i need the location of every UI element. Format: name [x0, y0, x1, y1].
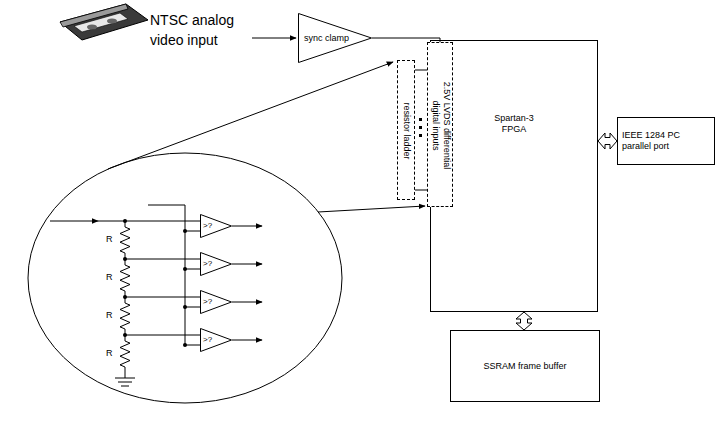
amplifier-label: >?	[203, 297, 212, 307]
text-holder: resistor ladder	[398, 61, 416, 201]
triangle-shape	[299, 14, 372, 63]
amplifier-label: sync clamp	[304, 33, 349, 44]
resistor-label: R	[106, 272, 113, 283]
ellipsis-dot	[419, 126, 422, 129]
sram-box: SSRAM frame buffer	[450, 330, 600, 402]
text-holder: >?	[200, 290, 212, 314]
triangle-shape	[201, 329, 232, 352]
junction-dots	[123, 219, 187, 347]
comparator: >?	[200, 252, 232, 276]
wire	[415, 70, 427, 71]
wire	[125, 259, 200, 260]
zoom-leader	[318, 206, 425, 212]
resistor-symbol	[120, 221, 130, 259]
output-wire	[232, 264, 262, 265]
resistor-symbol	[120, 335, 130, 373]
wire	[185, 345, 200, 346]
text-holder: IEEE 1284 PC parallel port	[618, 118, 714, 164]
tape-label	[74, 13, 128, 32]
bus-arrow	[516, 312, 532, 330]
resistor-label: R	[106, 348, 113, 359]
box-label: 2.5V LVDS differential digital inputs	[430, 70, 452, 182]
ground-symbol	[121, 386, 129, 387]
box-label: Spartan-3 FPGA	[489, 113, 539, 135]
comparator: >?	[200, 214, 232, 238]
resistor-ladder-box: resistor ladder	[397, 60, 415, 200]
amplifier-label: >?	[203, 259, 212, 269]
fpga-box: Spartan-3 FPGA	[430, 40, 598, 312]
input-label: NTSC analog video input	[150, 10, 250, 50]
wire	[125, 335, 200, 336]
text-holder: >?	[200, 252, 212, 276]
ladder-schematic	[50, 205, 262, 386]
text-holder: SSRAM frame buffer	[451, 331, 599, 401]
vhs-tape-icon	[60, 4, 148, 40]
box-label: resistor ladder	[402, 102, 413, 159]
triangle-shape	[201, 253, 232, 276]
zoom-leader	[108, 62, 393, 169]
wire	[125, 297, 200, 298]
tape-reel	[87, 25, 97, 30]
signal-arrow	[252, 38, 296, 39]
tape-reel	[107, 19, 117, 24]
zoom-circle	[28, 153, 342, 403]
junction-dot	[183, 267, 187, 271]
reference-bus	[148, 205, 185, 345]
wire	[185, 231, 200, 232]
ground-wire	[125, 373, 126, 378]
box-label: IEEE 1284 PC parallel port	[622, 130, 697, 152]
resistor-symbol	[120, 297, 130, 335]
resistor-symbol	[120, 259, 130, 297]
ground-symbol	[115, 378, 135, 379]
junction-dot	[183, 305, 187, 309]
tape-body	[60, 4, 148, 40]
amplifier-label: >?	[203, 221, 212, 231]
sync-clamp-amplifier: sync clamp	[298, 13, 372, 63]
ground-symbol	[118, 382, 132, 383]
wire	[415, 190, 427, 191]
bus-arrow	[598, 133, 617, 149]
junction-dot	[183, 229, 187, 233]
wire	[185, 307, 200, 308]
text-holder: Spartan-3 FPGA	[431, 113, 597, 135]
triangle-shape	[201, 291, 232, 314]
wire	[185, 269, 200, 270]
text-holder: 2.5V LVDS differential digital inputs	[428, 43, 454, 208]
output-wire	[232, 302, 262, 303]
resistor-label: R	[106, 234, 113, 245]
text-holder: sync clamp	[298, 13, 349, 63]
triangle-shape	[201, 215, 232, 238]
junction-dot	[123, 257, 127, 261]
parallel-port-box: IEEE 1284 PC parallel port	[617, 117, 715, 165]
lvds-input-box: 2.5V LVDS differential digital inputs	[427, 42, 453, 207]
input-wire	[50, 221, 98, 222]
comparator: >?	[200, 328, 232, 352]
output-wire	[232, 340, 262, 341]
resistor-label: R	[106, 310, 113, 321]
ellipsis-dot	[419, 118, 422, 121]
junction-dot	[123, 333, 127, 337]
text-holder: >?	[200, 328, 212, 352]
ellipsis-dot	[419, 134, 422, 137]
output-wire	[232, 226, 262, 227]
box-label: SSRAM frame buffer	[484, 361, 567, 372]
text-holder: >?	[200, 214, 212, 238]
junction-dot	[183, 343, 187, 347]
junction-dot	[123, 219, 127, 223]
comparator: >?	[200, 290, 232, 314]
junction-dot	[123, 295, 127, 299]
amplifier-label: >?	[203, 335, 212, 345]
